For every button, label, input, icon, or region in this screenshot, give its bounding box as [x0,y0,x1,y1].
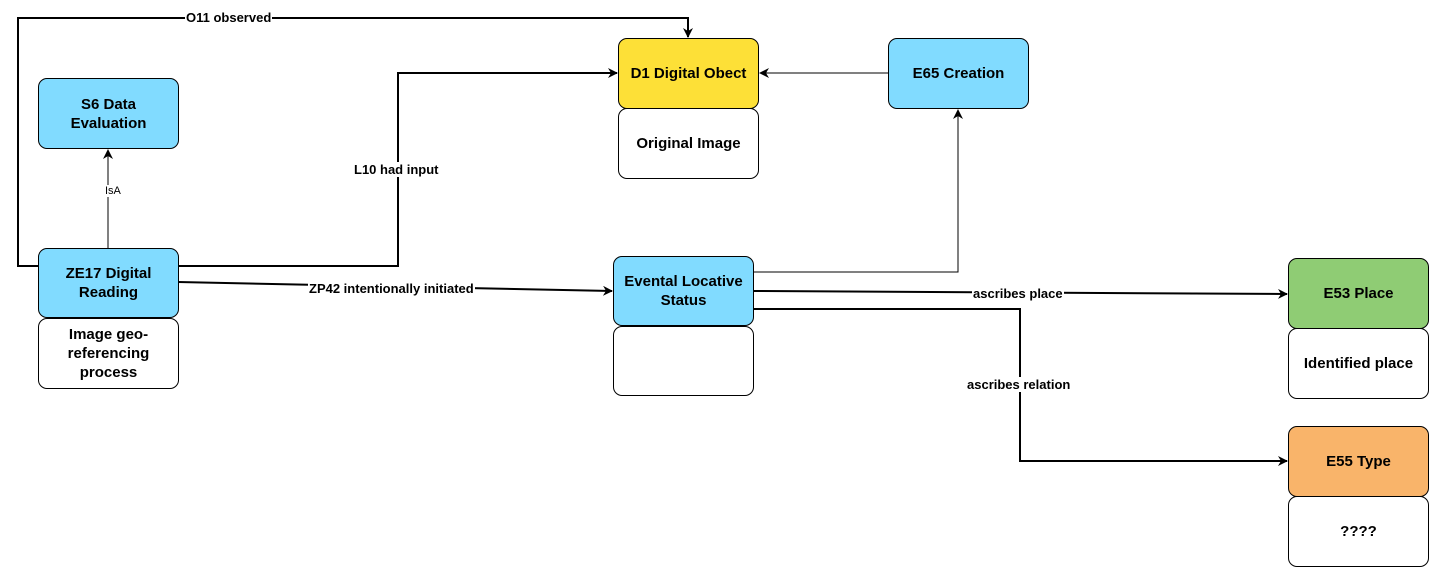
edge-label-l10-had-input: L10 had input [353,162,440,177]
node-e65-creation: E65 Creation [888,38,1029,109]
node-e53-note-label: Identified place [1303,355,1414,372]
node-e53-place: E53 Place [1288,258,1429,329]
edge-label-isa: IsA [104,185,122,197]
edge-o11-observed [17,17,693,267]
node-e65-label: E65 Creation [912,65,1005,82]
node-evental-note [613,326,754,396]
node-d1-label: D1 Digital Obect [630,65,747,82]
node-e55-type: E55 Type [1288,426,1429,497]
edge-label-ascribes-relation: ascribes relation [966,377,1072,392]
node-ze17-label: ZE17 Digital Reading [65,265,152,301]
node-ze17-note: Image geo-referencing process [38,318,179,389]
node-e53-label: E53 Place [1323,285,1394,302]
node-e55-note-label: ???? [1340,523,1377,540]
edge-label-zp42: ZP42 intentionally initiated [308,281,475,296]
edge-evental-to-creation [753,109,963,273]
node-e55-note: ???? [1288,496,1429,567]
node-evental-locative-status: Evental Locative Status [613,256,754,326]
node-d1-digital-object: D1 Digital Obect [618,38,759,109]
node-d1-note-label: Original Image [636,135,741,152]
node-s6-label: S6 Data Evaluation [70,95,147,132]
node-e53-note: Identified place [1288,328,1429,399]
node-evental-label: Evental Locative Status [624,273,743,309]
node-e55-label: E55 Type [1326,453,1391,470]
node-ze17-note-label: Image geo-referencing process [67,326,150,381]
node-s6-data-evaluation: S6 Data Evaluation [38,78,179,149]
edge-label-ascribes-place: ascribes place [972,286,1064,301]
node-ze17-digital-reading: ZE17 Digital Reading [38,248,179,318]
node-d1-note: Original Image [618,108,759,179]
edge-label-o11-observed: O11 observed [185,10,273,25]
